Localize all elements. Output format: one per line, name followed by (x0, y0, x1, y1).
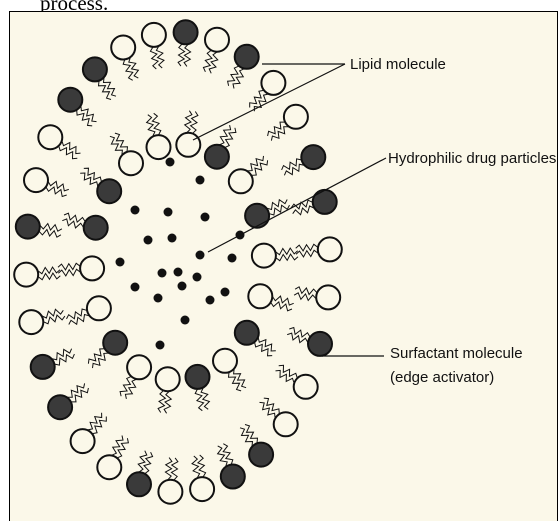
lipid-head-outer (313, 190, 337, 214)
surfactant-head-inner (229, 169, 253, 193)
surfactant-head-outer (111, 36, 135, 60)
drug-particle (144, 236, 153, 245)
drug-particle (193, 273, 202, 282)
lipid-head-outer (174, 20, 198, 44)
drug-particle (166, 158, 175, 167)
surfactant-head-outer (158, 480, 182, 504)
surfactant-head-outer (71, 429, 95, 453)
drug-particle (201, 213, 210, 222)
surfactant-head-inner (119, 151, 143, 175)
surfactant-head-inner (147, 135, 171, 159)
surfactant-head-outer (318, 237, 342, 261)
surfactant-head-inner (248, 284, 272, 308)
surfactant-head-inner (87, 296, 111, 320)
drug-particle (131, 283, 140, 292)
lipid-head-outer (308, 332, 332, 356)
lipid-head-outer (83, 57, 107, 81)
drug-particle (156, 341, 165, 350)
hydrophilic-drug-label: Hydrophilic drug particles (388, 150, 556, 167)
drug-particle (181, 316, 190, 325)
drug-particle (206, 296, 215, 305)
lipid-molecule-label: Lipid molecule (350, 56, 446, 73)
drug-particle (196, 251, 205, 260)
surfactant-head-outer (38, 125, 62, 149)
lipid-head-outer (58, 88, 82, 112)
lipid-head-inner (186, 365, 210, 389)
drug-particle (178, 282, 187, 291)
surfactant-head-inner (252, 244, 276, 268)
lipid-head-inner (84, 216, 108, 240)
drug-particle (131, 206, 140, 215)
surfactant-head-outer (190, 477, 214, 501)
surfactant-head-outer (14, 263, 38, 287)
lipid-head-outer (221, 465, 245, 489)
surfactant-head-outer (284, 105, 308, 129)
surfactant-head-outer (316, 285, 340, 309)
lipid-head-outer (31, 355, 55, 379)
drug-particle (228, 254, 237, 263)
drug-particle (164, 208, 173, 217)
drug-particle (221, 288, 230, 297)
lipid-head-outer (48, 395, 72, 419)
surfactant-head-inner (156, 367, 180, 391)
surfactant-head-outer (261, 71, 285, 95)
surfactant-head-inner (127, 355, 151, 379)
drug-particle (158, 269, 167, 278)
lipid-head-inner (245, 204, 269, 228)
lipid-head-inner (205, 145, 229, 169)
surfactant-label-line1: Surfactant molecule (390, 345, 523, 362)
surfactant-head-outer (142, 23, 166, 47)
surfactant-head-inner (213, 349, 237, 373)
drug-particle (154, 294, 163, 303)
lipid-head-outer (235, 45, 259, 69)
lipid-head-outer (127, 472, 151, 496)
surfactant-head-outer (294, 375, 318, 399)
surfactant-head-inner (176, 133, 200, 157)
lipid-head-outer (301, 145, 325, 169)
surfactant-head-inner (80, 256, 104, 280)
lipid-head-inner (103, 331, 127, 355)
drug-particle (174, 268, 183, 277)
surfactant-head-outer (274, 412, 298, 436)
lipid-head-inner (235, 321, 259, 345)
surfactant-head-outer (97, 455, 121, 479)
drug-particle (116, 258, 125, 267)
surfactant-head-outer (205, 28, 229, 52)
lipid-head-outer (249, 443, 273, 467)
drug-particle (168, 234, 177, 243)
surfactant-head-outer (24, 168, 48, 192)
drug-particle (196, 176, 205, 185)
lipid-head-inner (97, 179, 121, 203)
lipid-head-outer (16, 215, 40, 239)
surfactant-head-outer (19, 310, 43, 334)
surfactant-label-line2: (edge activator) (390, 369, 494, 386)
